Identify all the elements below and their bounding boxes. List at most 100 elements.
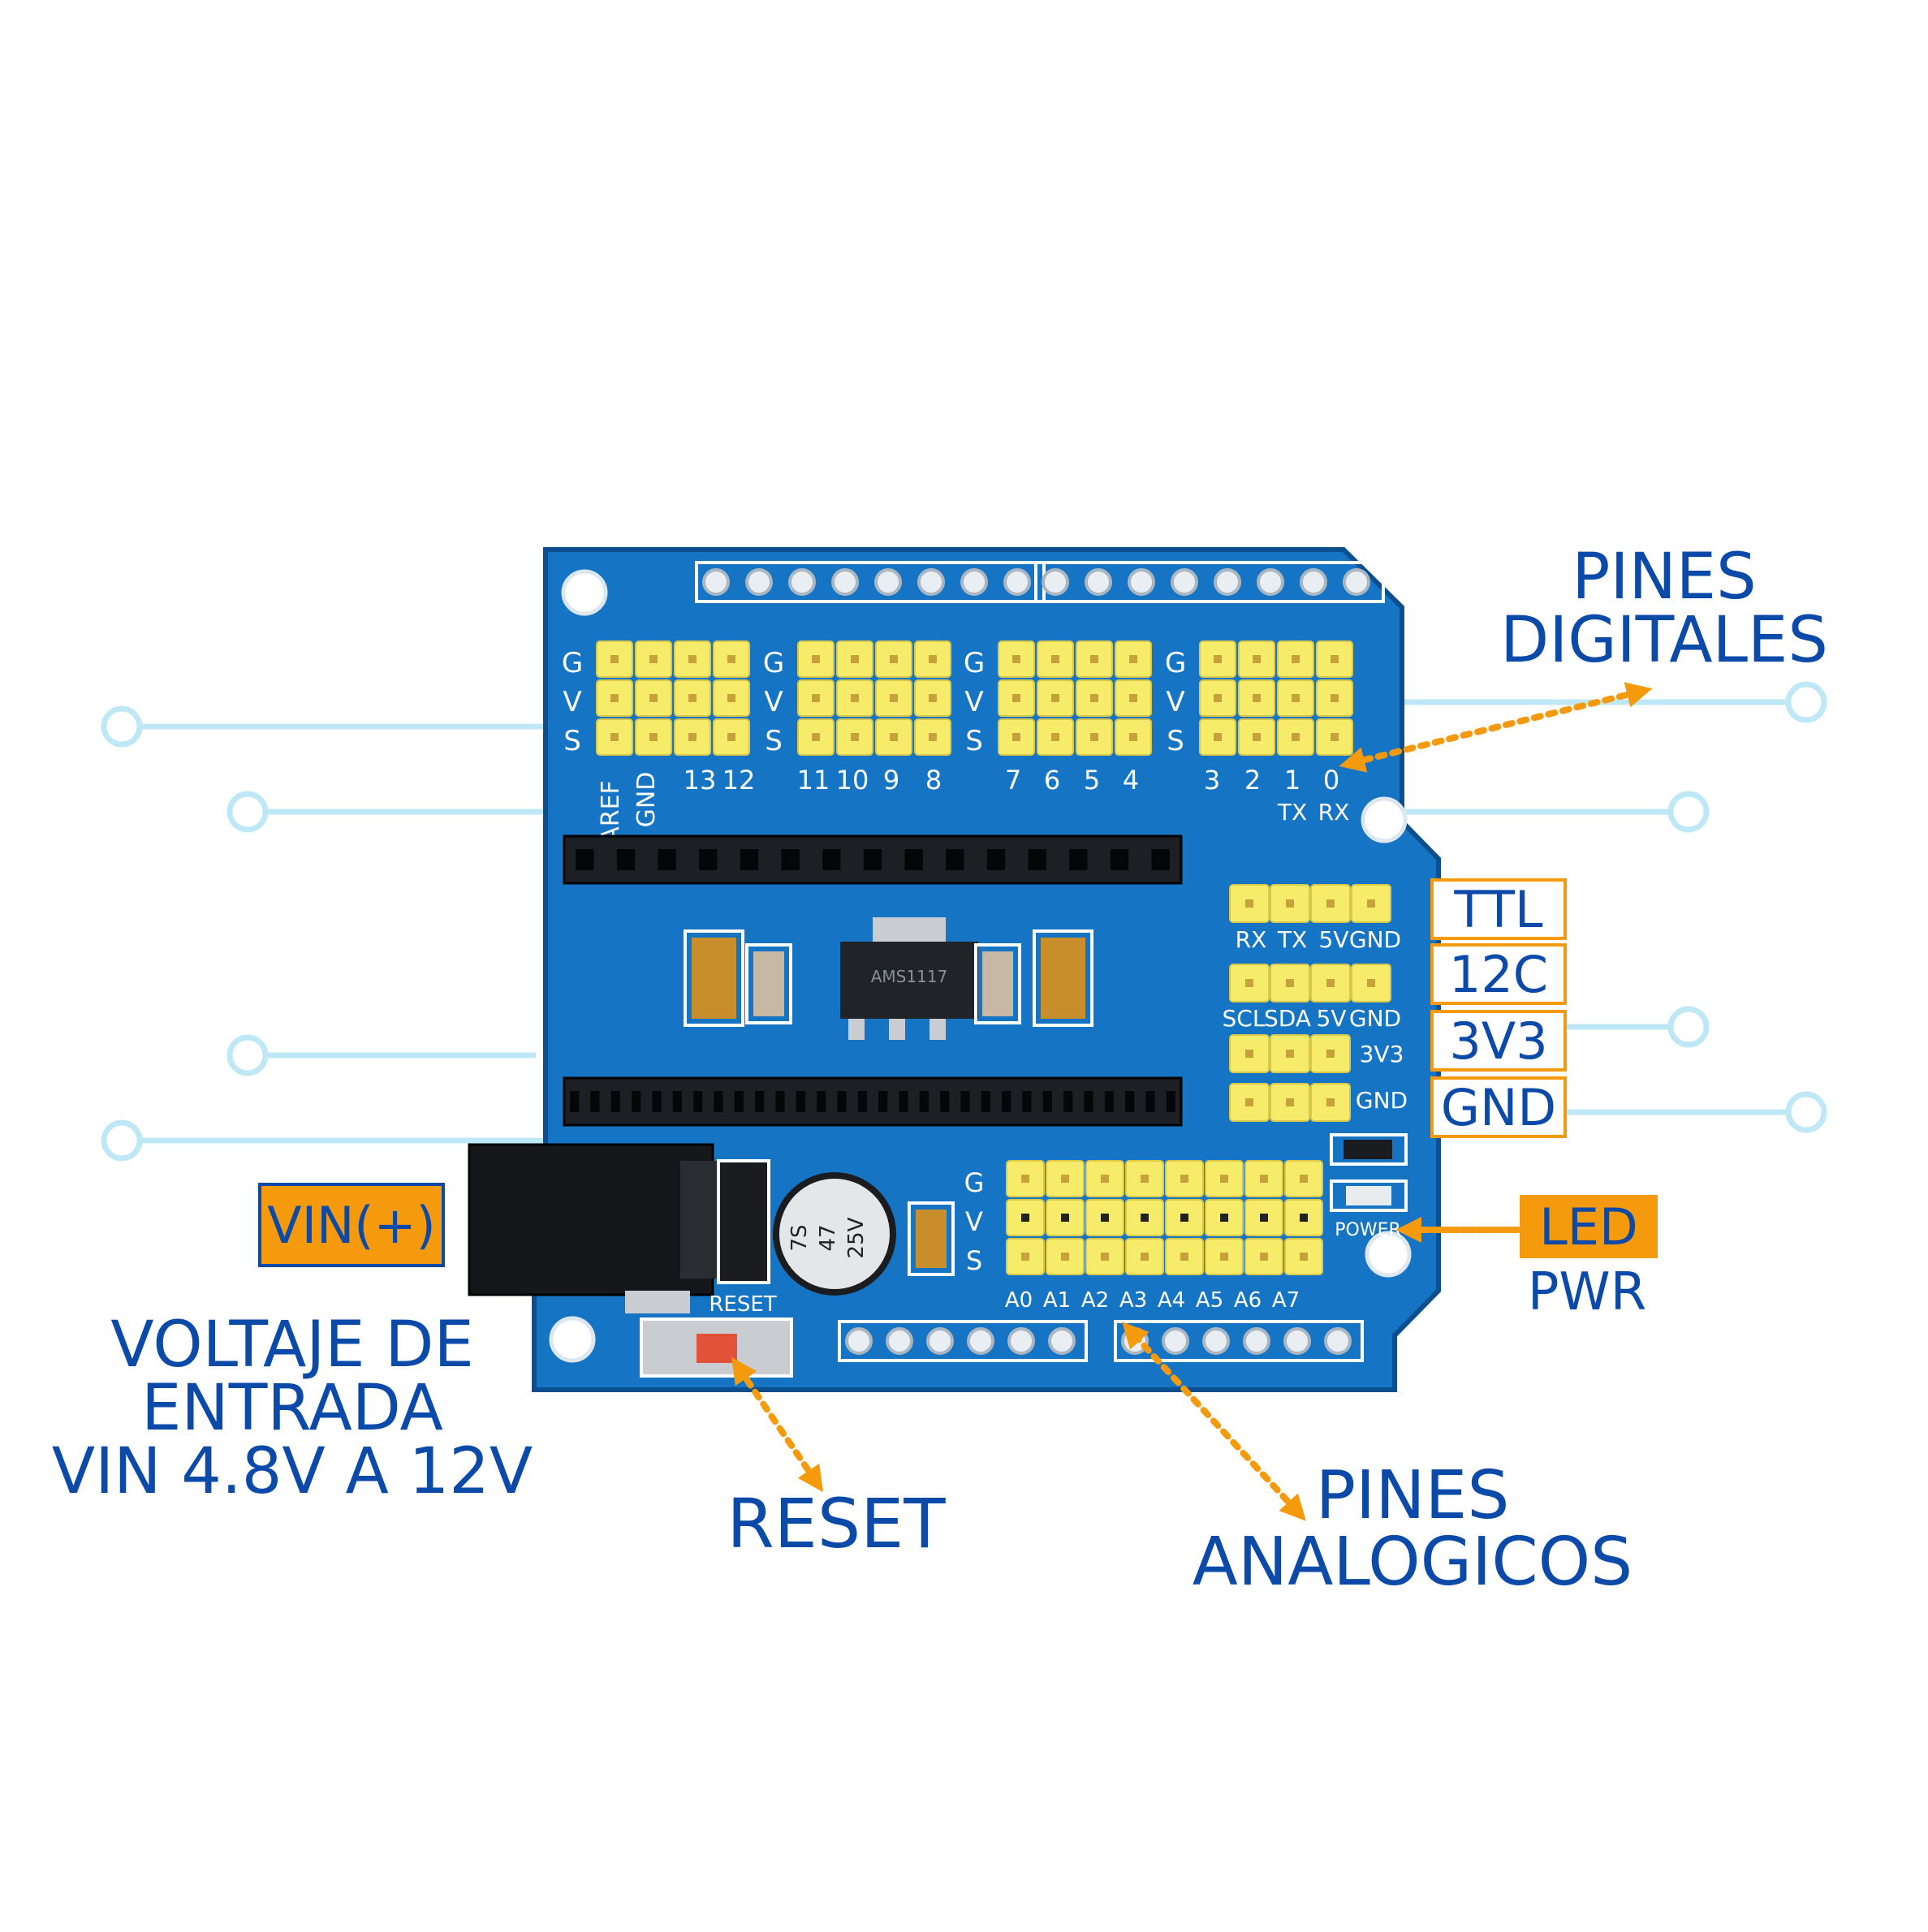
top-header-left-hole [960, 568, 988, 596]
header-pin [1331, 694, 1339, 702]
female-header-top-socket [576, 849, 594, 870]
top-header-right-hole [1214, 568, 1241, 596]
female-header-bottom-socket [610, 1091, 620, 1112]
header-pin [1012, 733, 1020, 741]
female-header-bottom-socket [796, 1091, 805, 1112]
header-pin [1326, 979, 1335, 987]
callout-voltage-line3: VIN 4.8V A 12V [51, 1435, 533, 1508]
header-pin [1367, 979, 1375, 987]
digital-pin-label: 0 [1323, 765, 1339, 796]
power-resistor-outline [1330, 1133, 1408, 1166]
female-header-bottom-socket [857, 1091, 867, 1112]
digital-pin-label: 11 [797, 765, 830, 796]
mounting-hole [561, 569, 608, 616]
female-header-top-socket [822, 849, 841, 870]
mounting-hole [1365, 1231, 1412, 1278]
header-pin [1090, 655, 1098, 663]
ttl-pin-label: TX [1277, 926, 1307, 953]
electrolytic-capacitor [773, 1172, 896, 1296]
callout-3v3: 3V3 [1430, 1010, 1567, 1072]
digital-pin-label: 10 [836, 765, 869, 796]
header-pin [1214, 655, 1222, 663]
power-led-outline [1330, 1179, 1408, 1212]
callout-led: LED [1520, 1195, 1658, 1258]
female-header-bottom-socket [652, 1091, 662, 1112]
decor-node [1667, 1006, 1710, 1048]
header-pin [1129, 694, 1137, 702]
header-pin [1214, 694, 1222, 702]
female-header-bottom-socket [940, 1091, 950, 1112]
female-header-bottom-socket [570, 1091, 580, 1112]
female-header-bottom-socket [1002, 1091, 1011, 1112]
female-header-bottom-socket [632, 1091, 641, 1112]
capacitor-text: 47 [816, 1224, 840, 1251]
analog-pin-label: A0 [1005, 1288, 1033, 1313]
dc-jack [468, 1143, 714, 1296]
header-pin [610, 655, 619, 663]
female-header-bottom-socket [1145, 1091, 1155, 1112]
digital-pin-label: 8 [925, 765, 942, 796]
gvs-label: G [562, 647, 583, 679]
header-pin [1012, 655, 1020, 663]
digital-pin-label: 1 [1284, 765, 1300, 796]
female-header-bottom-socket [775, 1091, 785, 1112]
header-pin [1141, 1214, 1149, 1222]
analog-gvs-label: S [966, 1245, 982, 1276]
header-pin [688, 655, 697, 663]
smd-component [753, 951, 784, 1016]
female-header-bottom-socket [590, 1091, 600, 1112]
top-header-right-hole [1300, 568, 1327, 596]
analog-pin-label: A7 [1272, 1288, 1300, 1313]
ttl-pin-label: RX [1236, 926, 1267, 953]
female-header-bottom-socket [878, 1091, 888, 1112]
female-header-bottom-socket [672, 1091, 682, 1112]
top-header-right-hole [1085, 568, 1112, 596]
i2c-pin-label: GND [1349, 1005, 1401, 1032]
header-pin [610, 733, 619, 741]
female-header-top-socket [1151, 849, 1170, 870]
bottom-header-left-hole [1007, 1327, 1035, 1355]
header-pin [1253, 655, 1261, 663]
power-resistor [1344, 1140, 1392, 1159]
smd-outline [684, 929, 744, 1027]
dc-jack-front [680, 1161, 721, 1279]
background-circuit-decoration [101, 681, 1827, 1162]
gvs-label: S [563, 725, 581, 757]
decor-node [1667, 791, 1710, 833]
top-header-right-hole [1343, 568, 1370, 596]
header-pin [1141, 1175, 1149, 1183]
callout-arrow [1122, 1322, 1306, 1521]
digital-pin-label: 4 [1123, 765, 1139, 796]
callout-voltage-line1: VOLTAJE DE [110, 1309, 474, 1382]
reset-button [697, 1334, 737, 1363]
header-pin [1021, 1175, 1029, 1183]
regulator-text: AMS1117 [871, 967, 948, 986]
header-pin [1101, 1253, 1109, 1261]
gvs-label: G [1165, 647, 1186, 679]
header-pin [1326, 899, 1335, 908]
callout-digital-line2: DIGITALES [1500, 604, 1828, 677]
header-pin [1129, 733, 1137, 741]
regulator-leg [889, 1019, 905, 1040]
header-pin [1245, 979, 1253, 987]
gvs-label: V [764, 686, 783, 718]
female-header-bottom-socket [1166, 1091, 1175, 1112]
power-diode [717, 1159, 770, 1284]
header-pin [1292, 655, 1300, 663]
smd-component [916, 1210, 947, 1268]
header-pin [1051, 733, 1059, 741]
header-pin [1214, 733, 1222, 741]
female-header-bottom-socket [734, 1091, 744, 1112]
i2c-pin-label: 5V [1317, 1005, 1347, 1032]
bottom-header-left-hole [845, 1327, 873, 1355]
smd-component [692, 938, 736, 1019]
female-header-top-socket [863, 849, 882, 870]
header-pin [1220, 1253, 1228, 1261]
regulator-tab [873, 917, 946, 942]
reset-silk-label: RESET [709, 1292, 776, 1317]
female-header-top-socket [946, 849, 964, 870]
capacitor-text: 25V [844, 1217, 869, 1258]
female-header-top-socket [986, 849, 1006, 870]
female-header-bottom-socket [960, 1091, 970, 1112]
